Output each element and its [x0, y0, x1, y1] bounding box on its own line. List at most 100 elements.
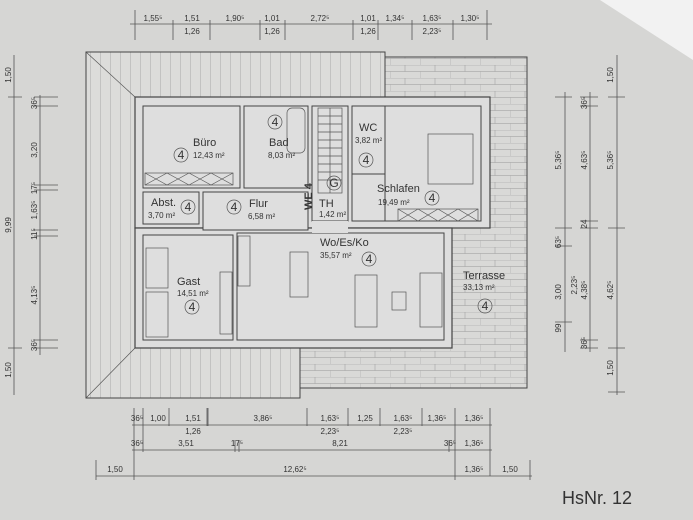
dim-label: 9,99 — [4, 217, 13, 233]
apartment-marker — [226, 199, 242, 215]
dim-label: 2,23⁵ — [394, 427, 413, 436]
room-name: Terrasse — [463, 270, 505, 282]
room-area: 12,43 m² — [193, 151, 225, 160]
room-area: 19,49 m² — [378, 198, 410, 207]
room-name: Gast — [177, 276, 200, 288]
dim-label: 36⁵ — [30, 97, 39, 109]
room-th: TH 1,42 m² — [319, 198, 346, 219]
room-area: 35,57 m² — [320, 251, 352, 260]
room-area: 6,58 m² — [248, 212, 275, 221]
dim-label: 1,50 — [107, 465, 123, 474]
dim-label: 12,62⁵ — [283, 465, 306, 474]
room-terrasse: Terrasse 33,13 m² 4 — [463, 270, 505, 314]
dim-label: 3,86⁵ — [254, 414, 273, 423]
dim-label: 1,36⁵ — [465, 439, 484, 448]
entrance-label: WE 4 — [303, 182, 315, 210]
apartment-marker — [184, 299, 200, 315]
dim-label: 1,63⁵ — [321, 414, 340, 423]
stair-marker: G — [326, 175, 342, 191]
dim-label: 1,51 — [184, 14, 200, 23]
room-name: Büro — [193, 137, 216, 149]
room-name: Wo/Es/Ko — [320, 237, 369, 249]
dim-label: 2,23⁵ — [423, 27, 442, 36]
apartment-number: 4 — [482, 299, 489, 313]
dim-label: 3,51 — [178, 439, 194, 448]
apartment-number: 4 — [429, 191, 436, 205]
room-area: 8,03 m² — [268, 151, 295, 160]
paper-curl — [600, 0, 693, 60]
room-bad: Bad 8,03 m² 4 — [267, 114, 295, 160]
dim-label: 1,36⁵ — [465, 414, 484, 423]
room-name: Schlafen — [377, 183, 420, 195]
dim-label: 1,50 — [606, 360, 615, 376]
dim-label: 1,90⁵ — [226, 14, 245, 23]
apartment-marker — [180, 199, 196, 215]
apartment-number: 4 — [178, 148, 185, 162]
dim-label: 36⁵ — [131, 414, 143, 423]
apartment-number: 4 — [363, 153, 370, 167]
dim-label: 3,00 — [554, 284, 563, 300]
room-flur: Flur 6,58 m² 4 — [226, 198, 275, 221]
dim-label: 1,63⁵ — [30, 201, 39, 220]
apartment-marker — [267, 114, 283, 130]
dim-label: 4,63⁵ — [580, 151, 589, 170]
furniture — [144, 107, 479, 338]
house-walls — [134, 96, 491, 349]
dim-label: 3,20 — [30, 142, 39, 158]
dim-label: 1,26 — [360, 27, 376, 36]
apartment-marker — [361, 251, 377, 267]
house-number-title: HsNr. 12 — [562, 488, 632, 508]
room-name: Flur — [249, 198, 268, 210]
dim-label: 1,50 — [606, 67, 615, 83]
dim-label: 1,63⁵ — [423, 14, 442, 23]
dim-label: 11⁵ — [30, 228, 39, 240]
dimensions-bottom: 36⁵ 1,00 1,51 3,86⁵ 1,63⁵ 1,25 1,63⁵ 1,3… — [95, 408, 532, 480]
apartment-number: 4 — [189, 300, 196, 314]
dim-label: 1,36⁵ — [428, 414, 447, 423]
room-name: Abst. — [151, 197, 176, 209]
dim-label: 1,00 — [150, 414, 166, 423]
apartment-marker — [173, 147, 189, 163]
dim-label: 4,13⁵ — [30, 286, 39, 305]
apartment-number: 4 — [366, 252, 373, 266]
dim-label: 2,23⁵ — [321, 427, 340, 436]
stairs — [317, 107, 343, 194]
dim-label: 5,36⁵ — [554, 151, 563, 170]
dim-label: 1,63⁵ — [394, 414, 413, 423]
dim-label: 1,26 — [185, 427, 201, 436]
dim-label: 99 — [554, 323, 563, 332]
dim-label: 36⁵ — [30, 339, 39, 351]
dim-label: 1,51 — [185, 414, 201, 423]
apartment-marker — [424, 190, 440, 206]
room-area: 14,51 m² — [177, 289, 209, 298]
room-area: 3,82 m² — [355, 136, 382, 145]
dim-label: 1,50 — [502, 465, 518, 474]
dimensions-left: 1,50 9,99 1,50 36⁵ 3,20 17⁵ 1,63⁵ 11⁵ 4,… — [4, 55, 58, 395]
room-gast: Gast 14,51 m² 4 — [177, 276, 209, 315]
dim-label: 4,62⁵ — [606, 281, 615, 300]
dim-label: 1,36⁵ — [465, 465, 484, 474]
room-area: 33,13 m² — [463, 283, 495, 292]
room-buero: Büro 12,43 m² 4 — [173, 137, 225, 163]
dim-label: 36⁵ — [444, 439, 456, 448]
room-area: 1,42 m² — [319, 210, 346, 219]
dim-label: 17⁵ — [30, 182, 39, 194]
dim-label: 1,01 — [264, 14, 280, 23]
dim-label: 1,01 — [360, 14, 376, 23]
dim-label: 5,36⁵ — [606, 151, 615, 170]
dim-label: 36⁵ — [580, 337, 589, 349]
room-area: 3,70 m² — [148, 211, 175, 220]
apartment-marker — [477, 298, 493, 314]
dim-label: 1,30⁵ — [461, 14, 480, 23]
dimensions-right: 5,36⁵ 63⁵ 3,00 99 36⁵ 4,63⁵ 24 2,23⁵ 4,3… — [554, 55, 625, 395]
room-wc: WC 3,82 m² 4 — [355, 122, 382, 168]
dim-label: 1,26 — [184, 27, 200, 36]
dim-label: 1,25 — [357, 414, 373, 423]
room-name: TH — [319, 198, 334, 210]
dim-label: 4,38⁵ — [580, 281, 589, 300]
dim-label: 1,50 — [4, 362, 13, 378]
dim-label: 2,72⁵ — [311, 14, 330, 23]
dim-label: 1,50 — [4, 67, 13, 83]
dimensions-top: 1,55⁵ 1,51 1,90⁵ 1,01 2,72⁵ 1,01 1,34⁵ 1… — [130, 10, 492, 40]
